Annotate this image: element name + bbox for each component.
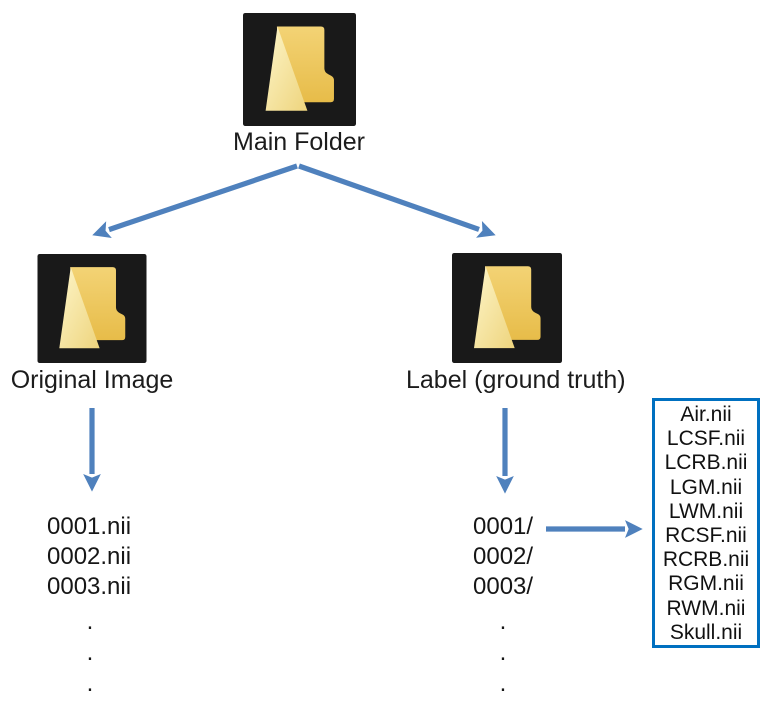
file-list-item: 0003.nii: [47, 573, 132, 600]
subfolder-list-item: 0002/: [473, 543, 534, 570]
main-folder-icon: [243, 13, 356, 126]
ellipsis-dot: .: [86, 639, 94, 666]
file-list-item: 0002.nii: [47, 543, 132, 570]
label-subfolder-list: 0001/ 0002/ 0003/: [473, 512, 533, 602]
ellipsis-dot: .: [499, 639, 507, 666]
arrow-main-to-label: [298, 163, 496, 238]
box-file-item: LWM.nii: [668, 499, 744, 523]
ellipsis-dot: .: [499, 670, 507, 697]
original-image-ellipsis: . . .: [47, 606, 133, 699]
original-image-folder-icon: [37, 254, 147, 363]
main-folder-label: Main Folder: [233, 128, 365, 156]
label-folder-label: Label (ground truth): [406, 366, 626, 394]
subfolder-list-item: 0003/: [473, 573, 534, 600]
ellipsis-dot: .: [86, 670, 94, 697]
box-file-item: RCSF.nii: [665, 524, 747, 548]
subfolder-list-item: 0001/: [473, 513, 534, 540]
box-file-item: Air.nii: [680, 403, 732, 426]
label-file-box: Air.nii LCSF.nii LCRB.nii LGM.nii LWM.ni…: [652, 398, 760, 648]
box-file-item: RGM.nii: [668, 572, 744, 596]
box-file-item: RWM.nii: [666, 596, 746, 620]
arrow-main-to-original: [92, 163, 298, 238]
box-file-item: LCSF.nii: [666, 427, 746, 451]
ellipsis-dot: .: [499, 608, 507, 635]
label-folder-icon: [452, 253, 562, 363]
box-file-item: RCRB.nii: [662, 548, 750, 572]
box-file-item: LCRB.nii: [664, 451, 748, 475]
ellipsis-dot: .: [86, 608, 94, 635]
label-subfolder-ellipsis: . . .: [473, 606, 533, 699]
original-image-folder-label: Original Image: [10, 366, 174, 394]
original-image-file-list: 0001.nii 0002.nii 0003.nii: [47, 512, 131, 602]
box-file-item: Skull.nii: [669, 620, 743, 644]
box-file-item: LGM.nii: [669, 475, 743, 499]
file-list-item: 0001.nii: [47, 513, 132, 540]
